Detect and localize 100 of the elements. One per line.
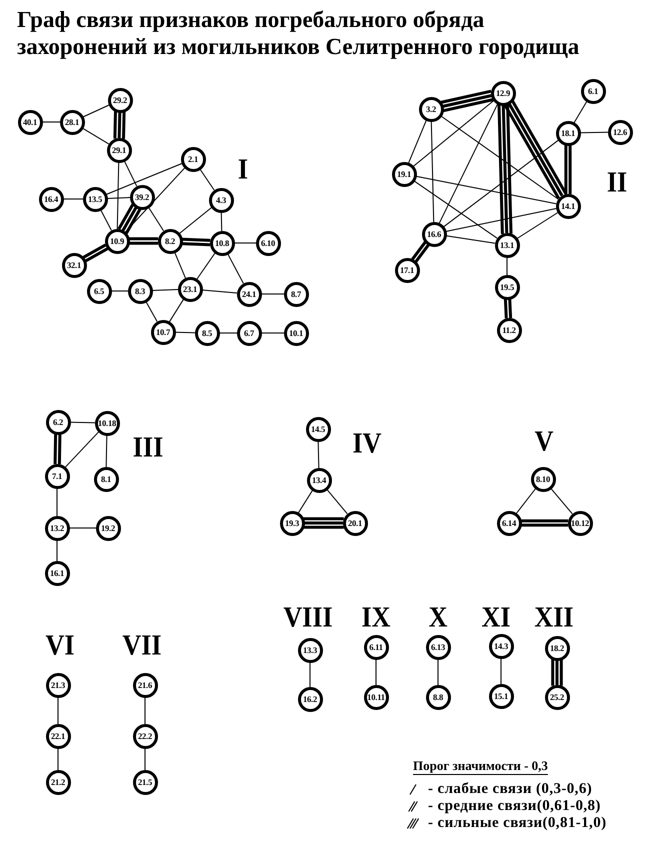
node-label: 10.18 [98,418,116,428]
node-label: 21.3 [50,680,66,690]
node-circle [46,672,70,698]
node-circle [394,258,420,282]
node-label: 13.4 [312,476,326,484]
connection-line [110,290,128,292]
connection-line [54,432,62,466]
connection-line [445,208,557,232]
node-circle [108,88,132,112]
node-label: 8.7 [290,290,302,298]
connection-line [260,332,284,334]
node-circle [284,320,308,346]
node-circle [60,110,84,134]
node-label: 3.2 [426,104,436,114]
node-circle [18,110,42,134]
node-label: 6.13 [430,642,446,652]
node-label: 10.8 [214,238,230,248]
connection-line [106,163,182,195]
node-label: 22.1 [50,732,66,740]
node-circle [608,120,632,144]
connection-line [227,253,244,284]
node-label: 8.5 [202,328,212,338]
connection-line [124,167,186,233]
node-label: 7.1 [52,472,62,480]
node-label: 14.3 [494,642,508,650]
node-label: 25.2 [550,692,564,702]
connection-line [415,176,557,204]
node-label: 21.5 [138,778,152,786]
cluster-numeral: IX [362,604,390,632]
node-circle [132,724,158,748]
cluster-numeral: V [534,428,554,456]
connection-line [298,490,314,514]
node-label: 19.1 [396,170,412,178]
connection-line [574,100,588,124]
node-circle [544,684,570,710]
node-label: 20.1 [348,518,362,528]
node-circle [132,770,158,794]
node-circle [422,222,446,246]
connection-line [234,242,256,244]
connection-line [148,206,164,232]
node-label: 18.2 [550,644,564,652]
node-label: 17.1 [400,266,414,274]
node-label: 6.7 [244,328,254,338]
cluster-numeral: XII [534,604,574,632]
node-circle [496,318,522,342]
node-label: 10.12 [570,518,590,528]
connection-line [202,290,238,294]
connection-line [106,197,130,199]
connection-line [64,431,100,468]
node-circle [306,468,332,492]
node-label: 29.1 [112,146,126,154]
connection-line [506,256,508,276]
node-circle [130,184,154,210]
node-label: 10.1 [288,328,304,338]
cluster-numeral: I [238,156,248,184]
node-label: 6.14 [502,518,516,528]
legend-text: - средние связи(0,61-0,8) [428,799,601,814]
node-label: 24.1 [242,290,256,298]
connection-line [445,235,496,244]
node-label: 16.6 [426,230,442,238]
node-circle [544,636,570,660]
connection-line [440,90,494,112]
connection-line [100,209,112,231]
node-label: 6.1 [588,86,598,96]
node-circle [46,770,70,794]
node-circle [426,634,450,660]
legend-heading: Порог значимости - 0,3 [413,759,548,772]
connection-line [70,422,96,424]
node-circle [496,510,522,536]
node-label: 19.5 [500,282,514,292]
node-circle [236,282,262,306]
node-label: 6.10 [260,238,276,248]
connection-line [413,180,498,239]
node-circle [392,162,416,186]
node-label: 18.1 [560,128,576,138]
node-circle [490,80,516,106]
node-circle [44,560,70,586]
node-circle [104,228,130,254]
node-label: 40.1 [22,118,38,126]
node-label: 16.4 [44,194,58,204]
node-circle [44,464,70,488]
node-circle [342,510,368,536]
cluster-numeral: VIII [283,604,333,632]
node-circle [62,252,86,278]
cluster-numeral: III [132,434,164,462]
node-circle [364,634,388,660]
connection-line [504,297,512,320]
diagram-title: Граф связи признаков погребального обряда захоронений из могильников Селитренного городища [17,6,580,60]
node-label: 23.1 [182,284,198,294]
node-circle [82,186,108,212]
node-label: 21.6 [138,680,152,690]
node-label: 28.1 [64,118,80,126]
node-circle [178,276,202,302]
legend-text: - слабые связи (0,3-0,6) [428,782,592,797]
node-label: 19.2 [100,524,116,532]
node-circle [180,146,206,172]
node-label: 32.1 [66,260,82,270]
connection-line [56,540,58,562]
node-label: 13.5 [88,194,102,204]
node-circle [494,232,520,258]
